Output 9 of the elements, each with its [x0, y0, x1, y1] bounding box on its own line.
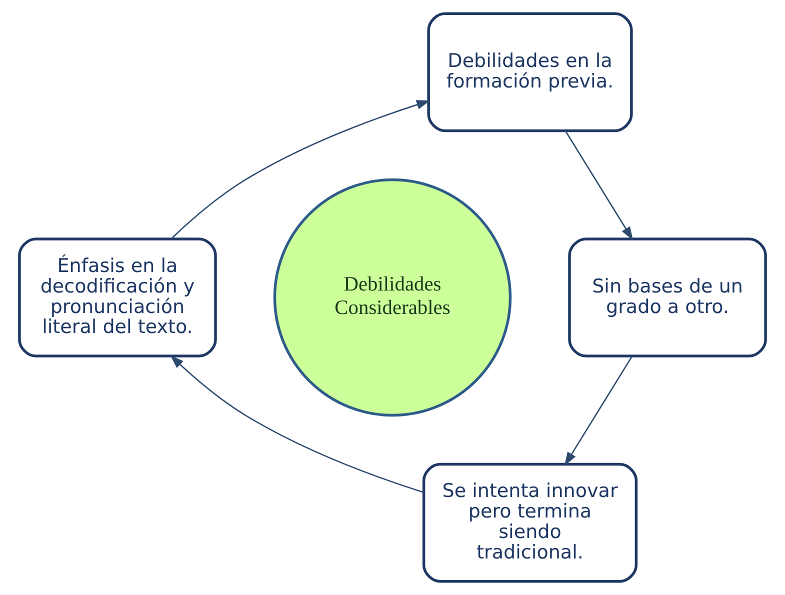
- node-box: Se intenta innovar pero termina siendo tradicional.: [422, 462, 638, 583]
- arrow: [564, 130, 634, 240]
- node-box: Sin bases de un grado a otro.: [568, 238, 767, 358]
- arrow: [564, 356, 633, 466]
- arrow: [170, 355, 424, 494]
- node-circle: Debilidades Considerables: [273, 178, 512, 417]
- arrow: [171, 100, 430, 239]
- node-box: Debilidades en la formación previa.: [427, 12, 633, 132]
- node-box: Énfasis en la decodificación y pronunciación literal del texto.: [18, 238, 217, 358]
